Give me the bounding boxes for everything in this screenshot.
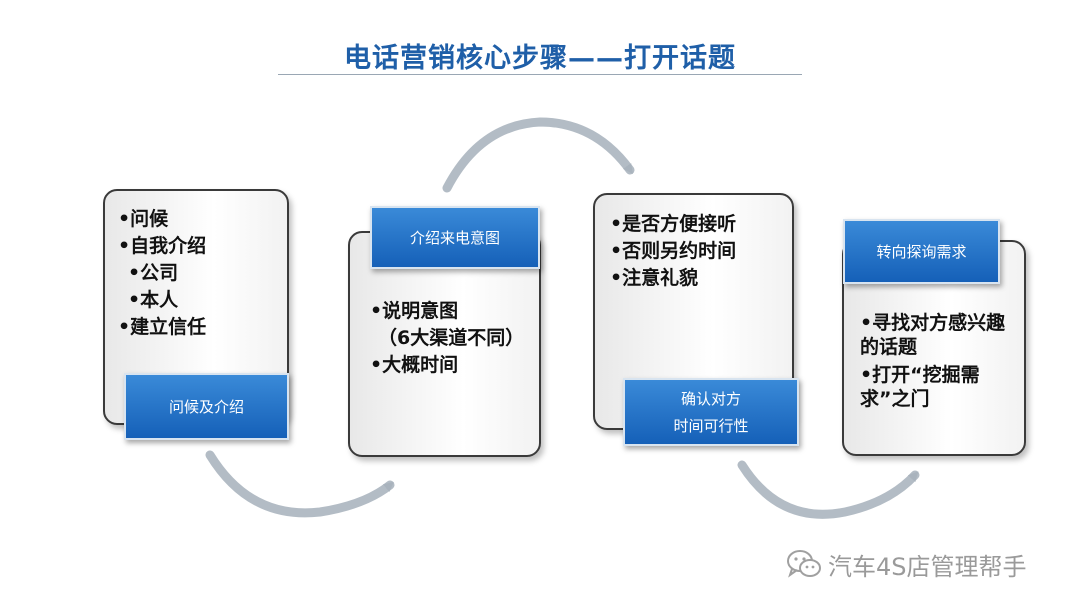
wechat-icon [787, 550, 821, 578]
page-title: 电话营销核心步骤——打开话题 [344, 43, 736, 74]
step-1-label: 问候及介绍 [124, 373, 289, 440]
arrow-step3-to-step4 [737, 460, 920, 519]
watermark: 汽车4S店管理帮手 [786, 548, 1027, 581]
list-item: •注意礼貌 [610, 267, 699, 289]
step-3-items: •是否方便接听 •否则另约时间 •注意礼貌 [610, 211, 736, 292]
step-1-items: •问候 •自我介绍 •公司 •本人 •建立信任 [118, 206, 206, 341]
list-item: •大概时间 [370, 354, 459, 376]
step-3-label-line-2: 时间可行性 [673, 417, 749, 435]
watermark-text: 汽车4S店管理帮手 [828, 552, 1027, 581]
step-3-label: 确认对方 时间可行性 [623, 378, 799, 446]
list-item: •建立信任 [118, 316, 207, 338]
arrow-step1-to-step2 [205, 450, 395, 518]
list-item: •打开“挖掘需求”之门 [860, 364, 980, 410]
step-2-label: 介绍来电意图 [370, 206, 540, 269]
arrow-step2-to-step3 [442, 117, 635, 193]
list-item: •是否方便接听 [610, 213, 737, 235]
list-item: •问候 [118, 208, 169, 230]
title-divider [278, 74, 802, 75]
list-item: •公司 [128, 262, 179, 284]
list-item: •说明意图 [370, 300, 459, 322]
step-3-label-line-1: 确认对方 [680, 390, 741, 408]
list-item: •否则另约时间 [610, 240, 737, 262]
step-4-label: 转向探询需求 [843, 219, 1000, 284]
step-2-items: •说明意图 （6大渠道不同） •大概时间 [370, 298, 524, 379]
list-item: •寻找对方感兴趣的话题 [860, 312, 1006, 358]
step-4-items: •寻找对方感兴趣的话题 •打开“挖掘需求”之门 [860, 311, 1010, 415]
list-item: •本人 [128, 289, 179, 311]
list-item: •自我介绍 [118, 235, 207, 257]
list-item: （6大渠道不同） [378, 327, 525, 349]
